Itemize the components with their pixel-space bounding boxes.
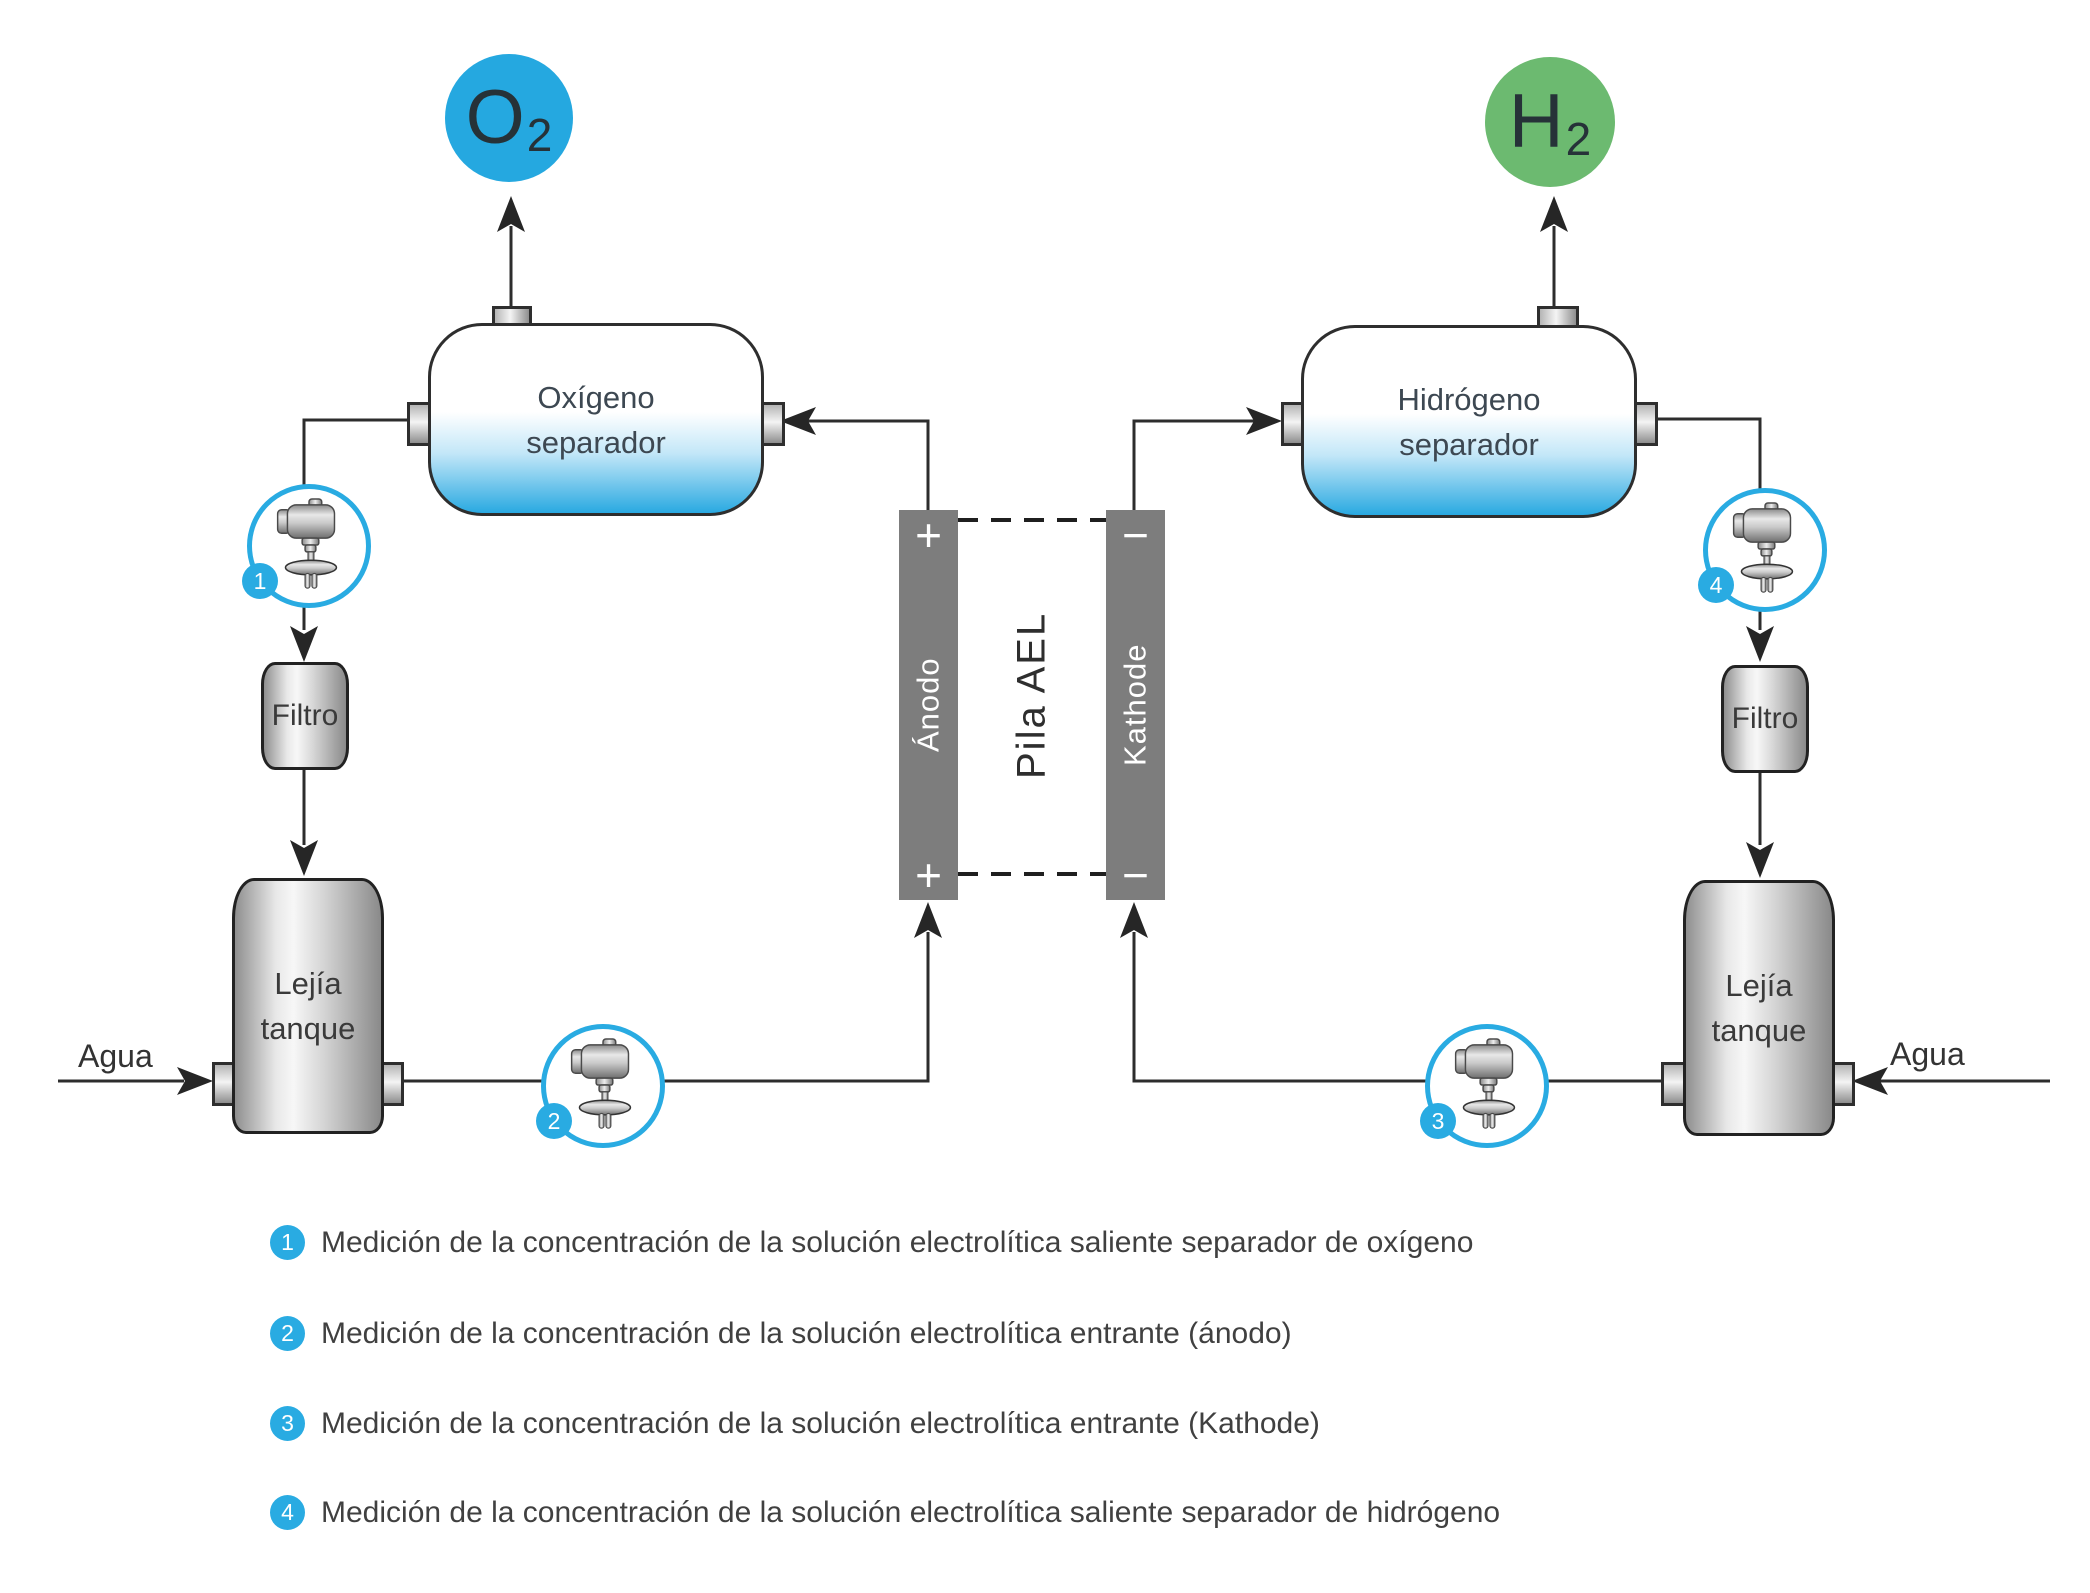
concentration-sensor-1: 1 bbox=[242, 484, 371, 608]
h2-vent-arrow bbox=[1540, 196, 1568, 232]
oxygen-separator-in-arrow bbox=[780, 407, 816, 435]
cathode-electrode-bar: − Kathode − bbox=[1106, 510, 1165, 900]
hydrogen-gas-badge: H 2 bbox=[1485, 57, 1615, 187]
lye-tank-right-label-line1: Lejía bbox=[1725, 968, 1793, 1003]
lye-tank-right-label-line2: tanque bbox=[1711, 1013, 1807, 1048]
cathode-minus-top: − bbox=[1122, 509, 1149, 561]
oxygen-separator-label-line2: separador bbox=[526, 424, 666, 460]
sensor-2-number-badge: 2 bbox=[536, 1103, 572, 1139]
sensor-1-number-badge: 1 bbox=[242, 563, 278, 599]
legend-text-4: Medición de la concentración de la soluc… bbox=[321, 1495, 1501, 1529]
legend-badge-1: 1 bbox=[270, 1225, 305, 1260]
ael-stack-label: Pila AEL bbox=[1009, 611, 1054, 779]
anode-label: Ánodo bbox=[910, 657, 946, 753]
sensor-instrument-icon bbox=[1454, 1038, 1516, 1129]
hydrogen-separator-in-arrow bbox=[1246, 407, 1282, 435]
arrowheads bbox=[177, 196, 1888, 1095]
filter-right-in-arrow bbox=[1746, 626, 1774, 662]
o2-vent-arrow bbox=[497, 196, 525, 232]
sensor-instrument-icon bbox=[570, 1038, 632, 1129]
sensor-instrument-icon bbox=[1732, 502, 1794, 593]
legend-text-2: Medición de la concentración de la soluc… bbox=[321, 1316, 1292, 1350]
anode-plus-bottom: + bbox=[915, 849, 942, 901]
water-left-arrow bbox=[177, 1067, 213, 1095]
anode-to-oxygen-separator-line bbox=[808, 419, 930, 512]
anode-plus-top: + bbox=[915, 509, 942, 561]
concentration-sensor-2: 2 bbox=[536, 1024, 665, 1148]
filter-left-cylinder: Filtro bbox=[261, 662, 349, 770]
filter-right-cylinder: Filtro bbox=[1721, 665, 1809, 773]
legend-badge-4: 4 bbox=[270, 1495, 305, 1530]
legend-badge-3: 3 bbox=[270, 1406, 305, 1441]
tank-left-in-arrow bbox=[290, 840, 318, 876]
legend-item-1: 1 Medición de la concentración de la sol… bbox=[270, 1225, 1473, 1260]
legend-item-4: 4 Medición de la concentración de la sol… bbox=[270, 1495, 1500, 1530]
hydrogen-separator-label-line1: Hidrógeno bbox=[1397, 381, 1541, 417]
hydrogen-separator-label-line2: separador bbox=[1399, 426, 1539, 462]
oxygen-separator-label-line1: Oxígeno bbox=[537, 379, 655, 415]
concentration-sensor-3: 3 bbox=[1420, 1024, 1549, 1148]
o2-symbol: O bbox=[465, 75, 525, 160]
legend-badge-2: 2 bbox=[270, 1316, 305, 1351]
oxygen-gas-badge: O 2 bbox=[445, 54, 573, 182]
lye-tank-left: Lejía tanque bbox=[232, 878, 384, 1134]
anode-electrode-bar: + Ánodo + bbox=[899, 510, 958, 900]
legend-text-3: Medición de la concentración de la soluc… bbox=[321, 1406, 1320, 1440]
tank-left-to-anode-line bbox=[399, 932, 930, 1083]
h2-subscript: 2 bbox=[1565, 113, 1592, 165]
anode-in-arrow bbox=[914, 902, 942, 938]
sensor-instrument-icon bbox=[276, 498, 338, 589]
cathode-label: Kathode bbox=[1117, 643, 1153, 767]
cathode-to-hydrogen-separator-line bbox=[1132, 419, 1254, 512]
legend-item-2: 2 Medición de la concentración de la sol… bbox=[270, 1316, 1292, 1351]
filter-left-in-arrow bbox=[290, 626, 318, 662]
cathode-in-arrow bbox=[1120, 902, 1148, 938]
h2-symbol: H bbox=[1508, 79, 1564, 164]
tank-right-to-cathode-line bbox=[1132, 932, 1662, 1083]
oxygen-separator-vessel: Oxígeno separador bbox=[428, 323, 764, 516]
cathode-minus-bottom: − bbox=[1122, 849, 1149, 901]
sensor-4-number-badge: 4 bbox=[1698, 567, 1734, 603]
sensor-3-number-badge: 3 bbox=[1420, 1103, 1456, 1139]
water-inlet-label-right: Agua bbox=[1890, 1036, 1965, 1072]
water-inlet-label-left: Agua bbox=[78, 1038, 153, 1074]
legend-text-1: Medición de la concentración de la soluc… bbox=[321, 1225, 1474, 1259]
o2-subscript: 2 bbox=[526, 109, 553, 161]
water-right-arrow bbox=[1852, 1067, 1888, 1095]
lye-tank-right: Lejía tanque bbox=[1683, 880, 1835, 1136]
concentration-sensor-4: 4 bbox=[1698, 488, 1827, 612]
lye-tank-left-label-line2: tanque bbox=[260, 1011, 356, 1046]
hydrogen-separator-vessel: Hidrógeno separador bbox=[1301, 325, 1637, 518]
lye-tank-left-label-line1: Lejía bbox=[274, 966, 342, 1001]
filter-right-label: Filtro bbox=[1731, 702, 1799, 735]
tank-right-in-arrow bbox=[1746, 842, 1774, 878]
legend-item-3: 3 Medición de la concentración de la sol… bbox=[270, 1406, 1320, 1441]
filter-left-label: Filtro bbox=[271, 699, 339, 732]
